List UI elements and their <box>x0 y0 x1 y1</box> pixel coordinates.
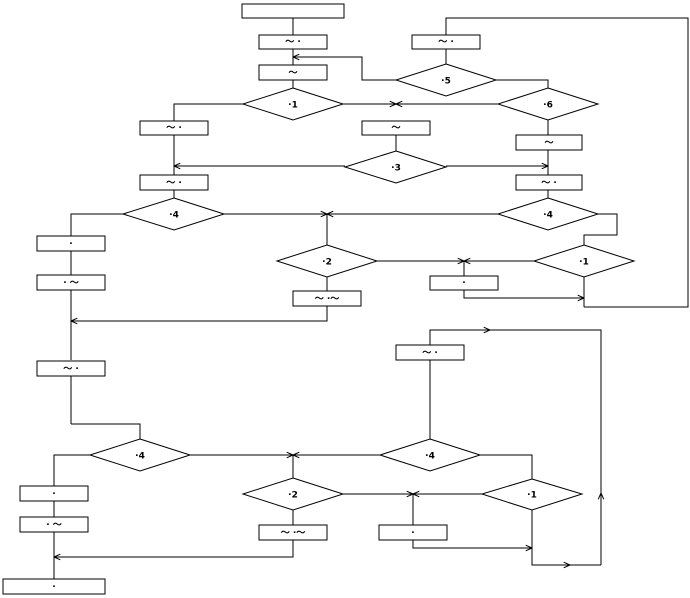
process-box-r1: ～ · <box>411 34 481 50</box>
decision-2a: ·2 <box>275 244 379 278</box>
process-box-12: · <box>19 485 89 502</box>
decision-4c-label: ·4 <box>135 452 145 462</box>
process-box-10: ～ · <box>36 360 106 377</box>
process-box-8: ～ ·～ <box>292 290 362 307</box>
edge-d5-d6 <box>496 79 549 88</box>
edge-d5-b1 <box>293 57 396 81</box>
process-box-4-label: ～ <box>391 124 400 134</box>
edge-b9-merge <box>463 290 584 298</box>
decision-4d: ·4 <box>378 438 482 472</box>
edge-d1c-down <box>531 510 601 566</box>
process-box-1-label: ～ · <box>285 38 301 48</box>
process-box-8-label: ～ ·～ <box>315 295 340 305</box>
process-box-3: ～ · <box>139 120 209 136</box>
decision-1c: ·1 <box>480 478 584 511</box>
process-box-13-label: · ～ <box>46 521 62 531</box>
decision-4a: ·4 <box>121 197 226 231</box>
process-box-6-label: · <box>69 240 72 250</box>
process-box-15-label: · <box>411 529 414 539</box>
edge-to-d4c <box>71 423 141 439</box>
decision-4d-label: ·4 <box>425 452 435 462</box>
process-box-10-label: ～ · <box>63 365 79 375</box>
decision-6-label: ·6 <box>543 101 553 111</box>
edge-b14-merge <box>54 540 294 557</box>
process-box-r2: ～ <box>515 134 583 151</box>
edge-d4b-right <box>583 213 618 245</box>
process-box-11-label: ～ · <box>422 349 438 359</box>
process-box-9-label: · <box>462 279 465 289</box>
decision-4b: ·4 <box>496 197 600 231</box>
edge-d4d-right <box>480 454 533 479</box>
process-box-5-label: ～ · <box>166 179 182 189</box>
process-box-13: · ～ <box>19 516 89 533</box>
process-box-6: · <box>36 235 106 252</box>
decision-2b-label: ·2 <box>288 491 298 501</box>
process-box-5: ～ · <box>139 174 209 191</box>
process-box-7-label: · ～ <box>63 279 79 289</box>
process-box-3-label: ～ · <box>166 124 182 134</box>
decision-4a-label: ·4 <box>169 211 179 221</box>
decision-1-label: ·1 <box>288 101 298 111</box>
end-box-label: · <box>52 583 55 593</box>
process-box-12-label: · <box>52 490 55 500</box>
decision-3: ·3 <box>343 150 448 184</box>
process-box-14-label: ～ ·～ <box>281 529 306 539</box>
decision-1: ·1 <box>241 87 345 121</box>
decision-5-label: ·5 <box>441 77 451 87</box>
decision-2a-label: ·2 <box>322 258 332 268</box>
decision-4c: ·4 <box>88 438 192 472</box>
edge-d1-left <box>173 103 243 121</box>
process-box-11: ～ · <box>395 344 465 361</box>
process-box-4: ～ <box>361 120 431 136</box>
decision-1c-label: ·1 <box>527 491 537 501</box>
decision-3-label: ·3 <box>391 164 401 174</box>
edge-d4c-left <box>53 454 90 486</box>
process-box-2-label: ～ <box>288 69 297 79</box>
process-box-r2-label: ～ <box>544 139 553 149</box>
process-box-7: · ～ <box>36 274 106 291</box>
process-box-1: ～ · <box>258 34 328 50</box>
edge-loop2-top <box>429 329 602 565</box>
process-box-2: ～ <box>258 64 328 81</box>
decision-5: ·5 <box>394 63 498 97</box>
process-box-15: · <box>378 524 448 541</box>
edges <box>53 17 689 579</box>
start-box <box>241 3 345 19</box>
edge-d4a-left <box>70 213 123 236</box>
process-box-9: · <box>429 275 499 291</box>
decision-1b: ·1 <box>532 244 636 278</box>
end-box: · <box>2 578 106 595</box>
nodes: ～ · ～ ～ · ～ ～ · ～ · ～ ～ · · · ～ ～ ·～ · ～… <box>2 3 636 595</box>
edge-loop-top <box>445 17 689 308</box>
edge-b15-merge <box>412 540 532 548</box>
process-box-14: ～ ·～ <box>258 524 328 541</box>
decision-1b-label: ·1 <box>579 258 589 268</box>
process-box-r1-label: ～ · <box>438 38 454 48</box>
process-box-r3: ～ · <box>515 174 583 191</box>
decision-2b: ·2 <box>241 477 345 511</box>
edge-b8-merge <box>71 306 328 321</box>
process-box-r3-label: ～ · <box>541 179 557 189</box>
decision-4b-label: ·4 <box>543 211 553 221</box>
decision-6: ·6 <box>496 87 600 121</box>
